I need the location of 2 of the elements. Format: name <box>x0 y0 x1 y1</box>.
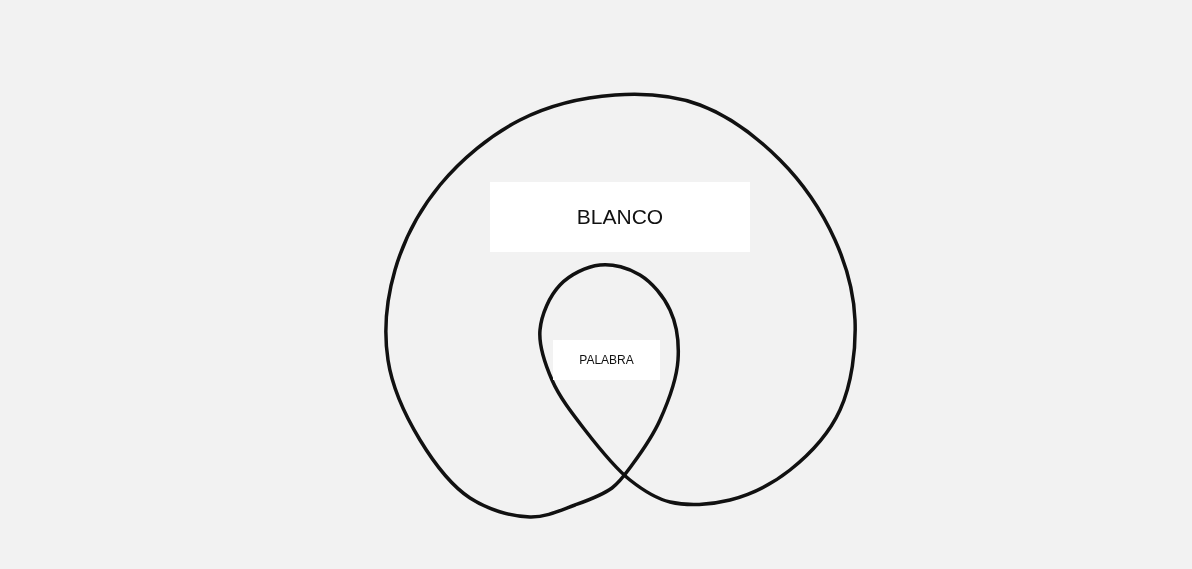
region-label: PALABRA <box>553 340 660 380</box>
region-label: BLANCO <box>490 182 750 252</box>
